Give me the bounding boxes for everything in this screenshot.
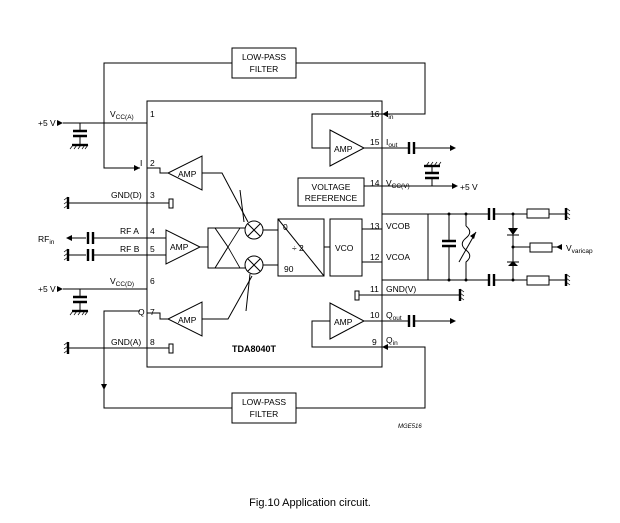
ground-pin11 xyxy=(354,288,465,301)
pin7-label: Q xyxy=(138,307,145,317)
resistor-bottom xyxy=(526,275,550,286)
varicap-label: Vvaricap xyxy=(566,243,593,255)
amp-q-block: AMP xyxy=(166,301,203,337)
capacitor-bottom xyxy=(69,295,89,316)
pin5-label: RF B xyxy=(120,244,140,254)
divider-label: ÷ 2 xyxy=(292,243,304,253)
rf-ground-b xyxy=(63,248,147,261)
pin3-label: GND(D) xyxy=(111,190,142,200)
vccv-capacitor xyxy=(424,161,442,180)
left-pins: VCC(A) 1 I 2 GND(D) 3 RF A 4 RF B 5 VCC(… xyxy=(110,109,155,347)
voltage-reference-block: VOLTAGE REFERENCE xyxy=(297,177,365,207)
chip-name: TDA8040T xyxy=(232,344,277,354)
resistor-mid xyxy=(529,242,553,253)
varicap-network xyxy=(487,207,571,286)
pin8-num: 8 xyxy=(150,337,155,347)
pin13-label: VCOB xyxy=(386,221,410,231)
right-pins: 16 Iin 15 Iout 14 VCC(V) 13 VCOB 12 VCOA… xyxy=(370,109,416,347)
lpf-top-label-1: LOW-PASS xyxy=(242,52,286,62)
lpf-bottom-label-2: FILTER xyxy=(250,409,279,419)
pin7-num: 7 xyxy=(150,307,155,317)
pin2-num: 2 xyxy=(150,158,155,168)
drawing-code: MGE516 xyxy=(398,424,422,430)
supply-right-label: +5 V xyxy=(460,182,478,192)
vco-block: VCO xyxy=(329,218,363,277)
pin2-label: I xyxy=(140,158,142,168)
vref-label-1: VOLTAGE xyxy=(312,182,351,192)
amp-i-block: AMP xyxy=(166,155,203,191)
amp-qin-block: AMP xyxy=(329,302,366,340)
amp-q-label: AMP xyxy=(178,315,197,325)
iout-capacitor xyxy=(407,142,416,154)
pin5-num: 5 xyxy=(150,244,155,254)
ground-pin3 xyxy=(63,196,174,209)
low-pass-filter-bottom: LOW-PASS FILTER xyxy=(231,392,297,424)
amp-iin-label: AMP xyxy=(334,144,353,154)
supply-top-label: +5 V xyxy=(38,118,56,128)
pin8-label: GND(A) xyxy=(111,337,141,347)
pin1-label: VCC(A) xyxy=(110,109,134,121)
pin9-num: 9 xyxy=(372,337,377,347)
qout-capacitor xyxy=(407,315,416,327)
rf-in-label: RFin xyxy=(38,234,55,246)
pin14-num: 14 xyxy=(370,178,380,188)
figure-caption: Fig.10 Application circuit. xyxy=(249,497,371,509)
amp-iin-block: AMP xyxy=(329,129,366,167)
pin3-num: 3 xyxy=(150,190,155,200)
pin6-label: VCC(D) xyxy=(110,276,134,288)
pin15-label: Iout xyxy=(386,137,398,149)
rf-capacitor-a xyxy=(86,232,95,244)
resistor-top xyxy=(526,208,550,219)
lpf-bottom-label-1: LOW-PASS xyxy=(242,397,286,407)
amp-rf-block: AMP xyxy=(165,229,202,265)
pin13-num: 13 xyxy=(370,221,380,231)
tank-circuit xyxy=(382,212,489,282)
vref-label-2: REFERENCE xyxy=(305,193,358,203)
pin16-label: Iin xyxy=(386,109,394,121)
amp-rf-label: AMP xyxy=(170,242,189,252)
vco-label: VCO xyxy=(335,243,354,253)
low-pass-filter-top: LOW-PASS FILTER xyxy=(231,47,297,79)
mixer-q xyxy=(244,255,264,275)
capacitor-top xyxy=(69,129,89,150)
phase-90-label: 90 xyxy=(284,264,294,274)
pin15-num: 15 xyxy=(370,137,380,147)
pin12-label: VCOA xyxy=(386,252,410,262)
pin12-num: 12 xyxy=(370,252,380,262)
pin9-label: Qin xyxy=(386,335,398,347)
pin4-label: RF A xyxy=(120,226,139,236)
mixer-i xyxy=(244,220,264,240)
phase-0-label: 0 xyxy=(283,222,288,232)
pin10-num: 10 xyxy=(370,310,380,320)
ground-pin8 xyxy=(63,341,174,354)
pin6-num: 6 xyxy=(150,276,155,286)
lpf-top-label-2: FILTER xyxy=(250,64,279,74)
pin11-label: GND(V) xyxy=(386,284,416,294)
chip-body xyxy=(146,100,383,368)
pin11-num: 11 xyxy=(370,284,379,294)
pin1-num: 1 xyxy=(150,109,155,119)
amp-i-label: AMP xyxy=(178,169,197,179)
pin4-num: 4 xyxy=(150,226,155,236)
pin10-label: Qout xyxy=(386,310,402,322)
amp-qin-label: AMP xyxy=(334,317,353,327)
supply-bottom-label: +5 V xyxy=(38,284,56,294)
divider-block: 0 90 ÷ 2 xyxy=(277,218,325,277)
pin14-label: VCC(V) xyxy=(386,178,410,190)
